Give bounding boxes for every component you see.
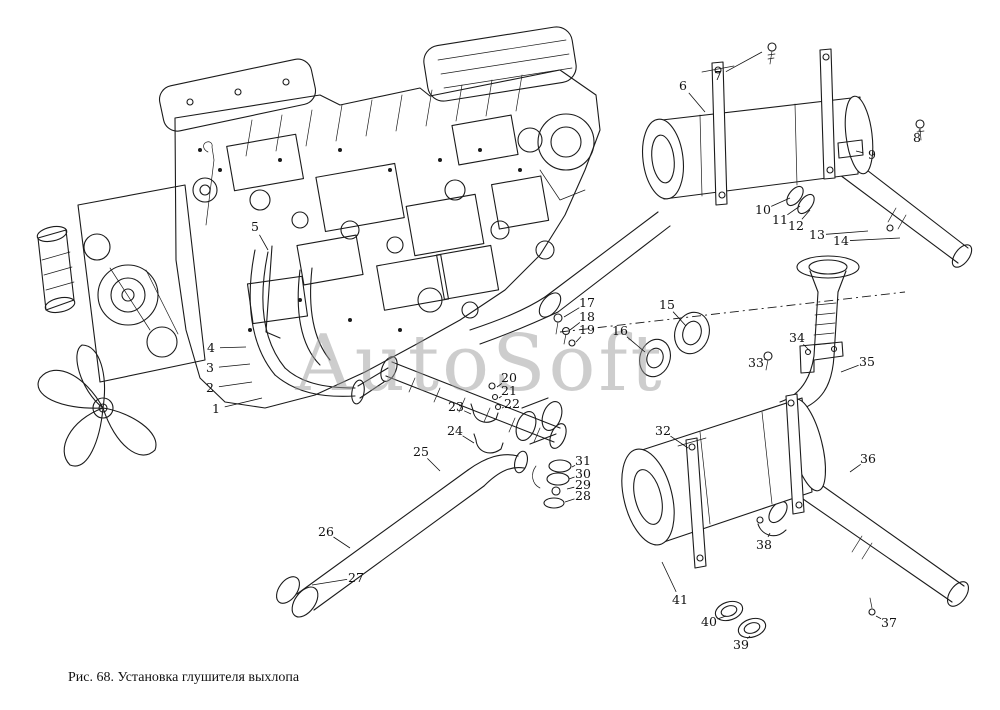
watermark: AutoSoft [294,319,664,409]
callout-leader-line [463,410,472,415]
callout-leader-line [218,381,253,388]
callout-leader-line [717,615,727,620]
callout-label: 27 [348,570,364,585]
callout-leader-line [501,406,504,409]
callout-leader-line [462,435,475,444]
callout-leader-line [218,363,251,368]
callout-label: 9 [868,147,876,162]
callout-leader-line [801,209,811,220]
callout-leader-line [840,364,859,373]
callout-leader-line [670,435,689,449]
callout-label: 32 [655,423,671,438]
callout-label: 16 [612,323,628,338]
callout-leader-line [767,532,771,538]
callout-leader-line [564,498,575,503]
callout-leader-line [427,458,441,472]
callout-label: 22 [504,396,520,411]
callout-leader-line [771,197,791,207]
callout-label: 36 [860,451,876,466]
callout-leader-line [259,234,269,251]
callout-label: 4 [207,340,215,355]
callout-label: 41 [672,592,688,607]
front-exhaust-pipe-drawing [276,450,529,618]
callout-label: 26 [318,524,334,539]
callout-label: 2 [206,380,214,395]
callout-label: 33 [748,355,764,370]
callout-leader-line [787,205,801,216]
callout-label: 10 [755,202,771,217]
callout-leader-line [568,476,575,480]
callout-label: 21 [501,383,517,398]
callout-leader-line [566,486,575,490]
upper-muffler-drawing [538,42,973,318]
callout-label: 18 [579,309,595,324]
callout-label: 17 [579,295,595,310]
callout-label: 34 [789,330,805,345]
callout-leader-line [725,51,763,73]
callout-label: 12 [788,218,804,233]
callout-leader-line [849,463,861,473]
callout-leader-line [563,307,580,318]
callout-leader-line [575,336,582,343]
callout-leader-line [219,346,247,349]
callout-label: 35 [859,354,875,369]
callout-label: 24 [447,423,463,438]
callout-leader-line [626,336,646,353]
callout-leader-line [855,150,864,154]
callout-leader-line [875,615,882,620]
callout-label: 39 [733,637,749,652]
callout-label: 29 [575,477,591,492]
callout-label: 7 [714,68,722,83]
callout-leader-line [496,383,503,388]
callout-leader-line [661,561,677,593]
callout-leader-line [333,536,351,549]
callout-leader-line [672,311,687,327]
callout-label: 37 [881,615,897,630]
callout-leader-line [764,358,767,361]
callout-label: 38 [756,537,772,552]
callout-label: 8 [913,130,921,145]
callout-label: 19 [579,322,595,337]
fitting-parts-drawing [380,311,710,509]
callout-label: 25 [413,444,429,459]
callout-leader-line [311,579,348,586]
callout-label: 31 [575,453,591,468]
callout-label: 1 [212,401,220,416]
callout-label: 28 [575,488,591,503]
callout-leader-line [825,230,869,235]
figure-caption: Рис. 68. Установка глушителя выхлопа [68,670,300,685]
callout-leader-line [803,344,812,353]
callout-leader-line [747,635,751,639]
callout-label: 30 [575,466,591,481]
callout-label: 11 [772,212,788,227]
callout-label: 5 [251,219,259,234]
callout-leader-line [224,397,263,408]
callout-label: 13 [809,227,825,242]
callout-label: 6 [679,78,687,93]
callout-label: 23 [448,399,464,414]
callout-label: 15 [659,297,675,312]
callout-leader-line [849,237,901,241]
callout-leader-line [569,322,581,331]
callout-leader-line [688,92,706,113]
callout-label: 40 [701,614,717,629]
engine-drawing [36,26,601,467]
callout-leader-line [498,395,502,399]
lower-muffler-drawing [621,255,970,639]
callout-label: 3 [206,360,214,375]
callout-label: 20 [501,370,517,385]
construction-line [559,291,906,333]
callout-leader-line [571,464,576,468]
callout-label: 14 [833,233,849,248]
